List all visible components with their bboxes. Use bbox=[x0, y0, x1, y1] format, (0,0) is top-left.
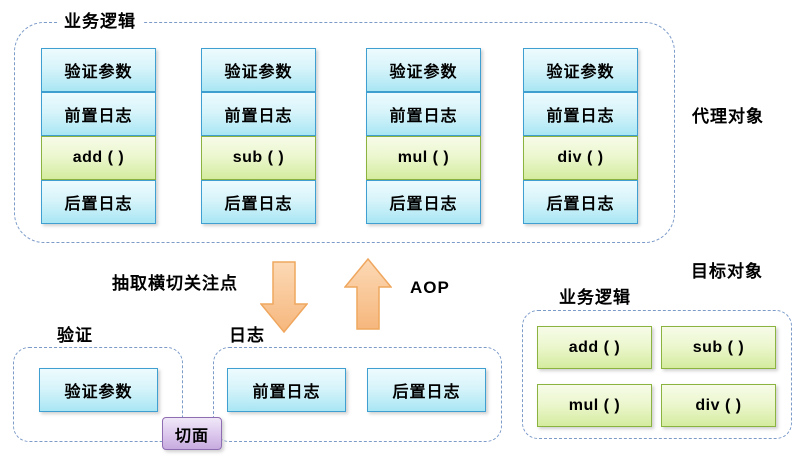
proxy-col2-method-box: sub ( ) bbox=[201, 136, 316, 180]
proxy-col4-postlog-box: 后置日志 bbox=[523, 180, 638, 224]
validation-aspect-region bbox=[13, 347, 183, 442]
proxy-col3-method-box: mul ( ) bbox=[366, 136, 481, 180]
proxy-region-label: 业务逻辑 bbox=[57, 11, 143, 33]
proxy-col3-prelog-box: 前置日志 bbox=[366, 92, 481, 136]
aop-label: AOP bbox=[410, 278, 450, 297]
proxy-col4-prelog-box: 前置日志 bbox=[523, 92, 638, 136]
proxy-col3-validate-box: 验证参数 bbox=[366, 48, 481, 92]
extract-crosscut-label: 抽取横切关注点 bbox=[112, 274, 238, 293]
validation-region-label: 验证 bbox=[50, 325, 100, 347]
target-div-method-box: div ( ) bbox=[661, 384, 776, 427]
target-add-method-box: add ( ) bbox=[537, 326, 652, 369]
proxy-col4-validate-box: 验证参数 bbox=[523, 48, 638, 92]
up-arrow-icon bbox=[344, 258, 392, 330]
logging-region-label: 日志 bbox=[222, 325, 272, 347]
logging-aspect-region bbox=[213, 347, 502, 442]
prelog-box: 前置日志 bbox=[227, 368, 346, 412]
proxy-object-region bbox=[14, 22, 675, 243]
proxy-col3-postlog-box: 后置日志 bbox=[366, 180, 481, 224]
proxy-col2-postlog-box: 后置日志 bbox=[201, 180, 316, 224]
down-arrow-icon bbox=[260, 261, 308, 333]
target-object-label: 目标对象 bbox=[691, 262, 763, 281]
target-mul-method-box: mul ( ) bbox=[537, 384, 652, 427]
proxy-col1-prelog-box: 前置日志 bbox=[41, 92, 156, 136]
proxy-col2-prelog-box: 前置日志 bbox=[201, 92, 316, 136]
target-region-label: 业务逻辑 bbox=[552, 287, 638, 309]
target-business-region bbox=[522, 310, 792, 439]
proxy-col1-method-box: add ( ) bbox=[41, 136, 156, 180]
target-sub-method-box: sub ( ) bbox=[661, 326, 776, 369]
proxy-object-label: 代理对象 bbox=[692, 107, 764, 126]
proxy-col4-method-box: div ( ) bbox=[523, 136, 638, 180]
validation-params-box: 验证参数 bbox=[39, 368, 158, 412]
proxy-col1-postlog-box: 后置日志 bbox=[41, 180, 156, 224]
postlog-box: 后置日志 bbox=[367, 368, 486, 412]
aspect-badge: 切面 bbox=[162, 417, 222, 450]
proxy-col2-validate-box: 验证参数 bbox=[201, 48, 316, 92]
proxy-col1-validate-box: 验证参数 bbox=[41, 48, 156, 92]
